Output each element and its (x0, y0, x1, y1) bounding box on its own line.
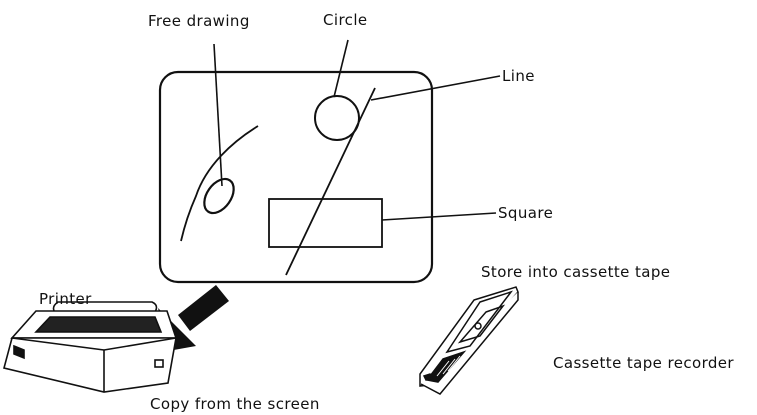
printer-icon (4, 302, 176, 392)
screen-frame (160, 72, 432, 282)
free-drawing-loop (198, 174, 239, 219)
leader-circle (334, 40, 348, 97)
leader-line (371, 76, 500, 100)
label-store-cassette: Store into cassette tape (481, 265, 670, 280)
label-circle: Circle (323, 13, 368, 28)
label-free-drawing: Free drawing (148, 14, 250, 29)
label-printer: Printer (39, 292, 92, 307)
label-copy-screen: Copy from the screen (150, 397, 320, 412)
leader-free-drawing (214, 44, 222, 186)
label-square: Square (498, 206, 553, 221)
label-cassette-recorder: Cassette tape recorder (553, 356, 734, 371)
label-line: Line (502, 69, 535, 84)
cassette-recorder-icon (420, 287, 518, 394)
leader-square (382, 213, 496, 220)
square-shape (269, 199, 382, 247)
